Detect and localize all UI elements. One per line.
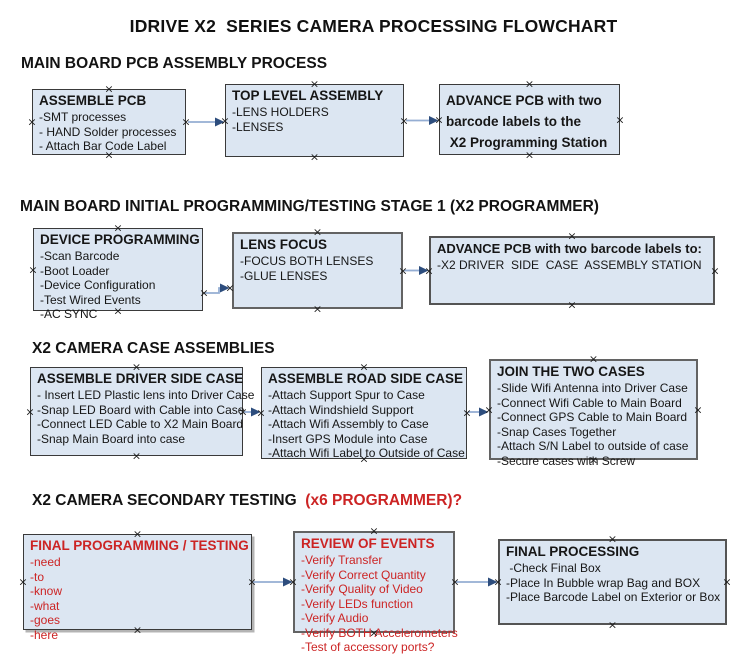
- box-line: -know: [30, 584, 63, 598]
- box-line: -Connect LED Cable to X2 Main Board: [37, 417, 244, 431]
- box-line: -Test of accessory ports?: [301, 640, 435, 654]
- flow-box-join-the-two-cases[interactable]: JOIN THE TWO CASES -Slide Wifi Antenna i…: [489, 359, 698, 468]
- box-line: -Attach Support Spur to Case: [268, 388, 425, 402]
- box-line: - HAND Solder processes: [39, 124, 177, 139]
- box-line: -Attach Wifi Label to Outside of Case: [268, 446, 465, 460]
- box-line: -Attach Windshield Support: [268, 402, 414, 417]
- section-header-secondary-testing: X2 CAMERA SECONDARY TESTING (x6 PROGRAMM…: [32, 492, 462, 510]
- box-line: -Test Wired Events: [40, 292, 141, 307]
- box-line: -Secure cases with Screw: [497, 453, 636, 468]
- flow-box-assemble-road-side-case[interactable]: ASSEMBLE ROAD SIDE CASE -Attach Support …: [261, 367, 467, 460]
- box-line: -what: [30, 598, 60, 613]
- flow-box-top-level-assembly[interactable]: TOP LEVEL ASSEMBLY -LENS HOLDERS -LENSES: [225, 84, 404, 157]
- box-title: ADVANCE PCB with two barcode labels to:: [437, 241, 702, 256]
- box-line: -Scan Barcode: [40, 249, 120, 263]
- box-line: -X2 DRIVER SIDE CASE ASSEMBLY STATION: [437, 258, 702, 272]
- box-line: -to: [30, 569, 45, 584]
- box-line: -Connect GPS Cable to Main Board: [497, 410, 688, 424]
- box-line: -Boot Loader: [40, 263, 110, 278]
- box-title: ASSEMBLE PCB: [39, 93, 147, 108]
- flow-box-review-of-events[interactable]: REVIEW OF EVENTS -Verify Transfer -Verif…: [293, 531, 458, 654]
- box-title: ADVANCE PCB with two: [446, 93, 602, 108]
- flow-box-device-programming[interactable]: DEVICE PROGRAMMING -Scan Barcode -Boot L…: [33, 228, 203, 321]
- box-line: -Verify Correct Quantity: [301, 567, 426, 582]
- box-title: FINAL PROGRAMMING / TESTING: [30, 538, 249, 553]
- box-line: - Insert LED Plastic lens into Driver Ca…: [37, 388, 255, 402]
- box-line: -Snap Cases Together: [497, 424, 617, 439]
- box-line: -Attach S/N Label to outside of case: [497, 439, 689, 453]
- box-title: ASSEMBLE ROAD SIDE CASE: [268, 371, 464, 386]
- box-line: -Attach Wifi Assembly to Case: [268, 417, 429, 431]
- box-title: DEVICE PROGRAMMING: [40, 232, 200, 247]
- box-title: ASSEMBLE DRIVER SIDE CASE: [37, 371, 244, 386]
- box-line: -Connect Wifi Cable to Main Board: [497, 395, 682, 410]
- box-title: REVIEW OF EVENTS: [301, 536, 435, 551]
- flow-box-advance-pcb-programming-station[interactable]: ADVANCE PCB with two barcode labels to t…: [439, 84, 620, 155]
- box-line: -LENS HOLDERS: [232, 105, 329, 119]
- section-header-secondary-testing-red: (x6 PROGRAMMER)?: [301, 492, 463, 509]
- flow-box-advance-pcb-driver-side[interactable]: ADVANCE PCB with two barcode labels to: …: [429, 236, 715, 305]
- flow-box-assemble-pcb[interactable]: ASSEMBLE PCB -SMT processes - HAND Solde…: [32, 89, 186, 155]
- section-header-initial-programming: MAIN BOARD INITIAL PROGRAMMING/TESTING S…: [20, 198, 599, 215]
- box-line: -Snap Main Board into case: [37, 431, 186, 446]
- box-line: -Verify LEDs function: [301, 596, 414, 611]
- box-line: barcode labels to the: [446, 114, 582, 129]
- arrow-device-to-lensfocus: [204, 283, 230, 294]
- flow-box-lens-focus[interactable]: LENS FOCUS -FOCUS BOTH LENSES -GLUE LENS…: [232, 232, 403, 309]
- box-line: -Insert GPS Module into Case: [268, 431, 428, 446]
- box-line: -Device Configuration: [40, 278, 156, 292]
- box-line: -Place Barcode Label on Exterior or Box: [506, 590, 721, 604]
- section-header-secondary-testing-black: X2 CAMERA SECONDARY TESTING: [32, 492, 301, 509]
- box-title: JOIN THE TWO CASES: [497, 364, 645, 379]
- box-line: -Check Final Box: [506, 561, 601, 575]
- flow-box-assemble-driver-side-case[interactable]: ASSEMBLE DRIVER SIDE CASE - Insert LED P…: [30, 367, 255, 456]
- box-line: -AC SYNC: [40, 307, 98, 321]
- box-line: X2 Programming Station: [446, 135, 608, 150]
- box-line: -Slide Wifi Antenna into Driver Case: [497, 381, 688, 395]
- box-line: -goes: [30, 613, 61, 627]
- section-header-pcb-assembly: MAIN BOARD PCB ASSEMBLY PROCESS: [21, 55, 328, 72]
- box-line: -Verify Transfer: [301, 553, 383, 567]
- flow-box-final-programming-testing[interactable]: FINAL PROGRAMMING / TESTING -need -to -k…: [23, 534, 252, 642]
- box-line: -GLUE LENSES: [240, 268, 328, 283]
- flow-box-final-processing[interactable]: FINAL PROCESSING -Check Final Box -Place…: [498, 539, 727, 625]
- section-header-case-assemblies: X2 CAMERA CASE ASSEMBLIES: [32, 340, 275, 357]
- box-line: -Place In Bubble wrap Bag and BOX: [506, 575, 701, 590]
- box-line: - Attach Bar Code Label: [39, 139, 167, 153]
- box-line: -Verify BOTH Accelerometers: [301, 625, 458, 640]
- box-title: FINAL PROCESSING: [506, 544, 640, 559]
- box-line: -Snap LED Board with Cable into Case: [37, 402, 245, 417]
- box-line: -SMT processes: [39, 110, 127, 124]
- box-title: LENS FOCUS: [240, 237, 328, 252]
- box-title: TOP LEVEL ASSEMBLY: [232, 88, 384, 103]
- box-line: -need: [30, 555, 61, 569]
- box-line: -Verify Audio: [301, 611, 369, 625]
- box-line: -here: [30, 627, 59, 642]
- page-title: IDRIVE X2 SERIES CAMERA PROCESSING FLOWC…: [129, 16, 618, 36]
- box-line: -Verify Quality of Video: [301, 582, 423, 596]
- box-line: -FOCUS BOTH LENSES: [240, 254, 374, 268]
- box-line: -LENSES: [232, 119, 284, 134]
